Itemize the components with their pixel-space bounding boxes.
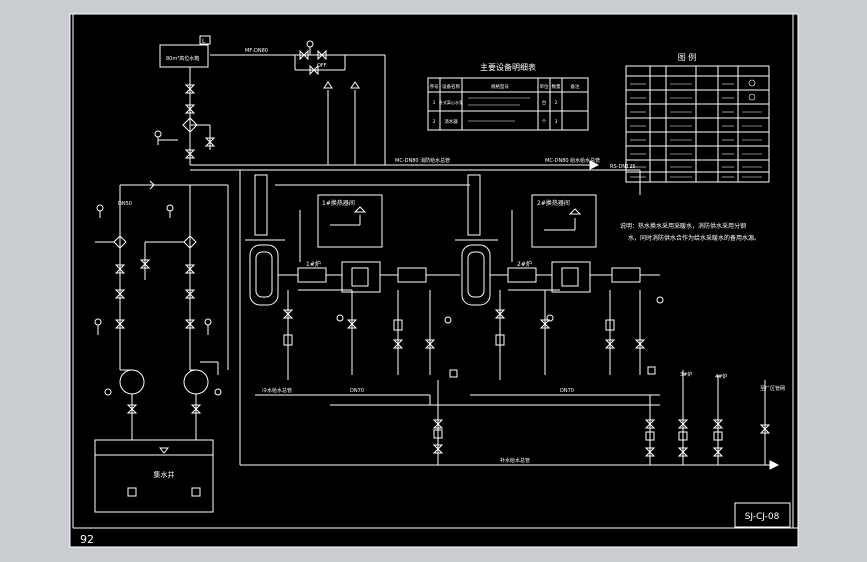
pipe-right-label: RS-DN125 [610, 164, 636, 170]
header-main-label: MC-DN80 消防给水总管 [395, 157, 450, 164]
title-block [734, 502, 791, 528]
pipe-bottom-a: DN70 [350, 388, 364, 394]
table-header-name: 设备名称 [442, 83, 460, 90]
table-header-qty: 数量 [552, 83, 561, 90]
legend-title: 图 例 [678, 52, 697, 62]
notes-line-2: 水，同时消防供水合作为给水采暖水的备用水源。 [628, 234, 760, 242]
notes-line-1: 说明：热水换水采用采暖水，消防供水采用分钢 [620, 222, 746, 230]
table-cell-2-name: 消水器 [444, 118, 458, 125]
room-1-label: 1#换热器间 [322, 199, 355, 207]
return-water-label: 补水给水总管 [500, 457, 530, 464]
boiler-2-label: 2#炉 [517, 260, 532, 268]
page-number: 92 [80, 533, 94, 546]
room-2-label: 2#换热器间 [537, 199, 570, 207]
main-header-pipes [190, 160, 641, 465]
table-cell-1-unit: 台 [542, 99, 547, 106]
legend-table [625, 65, 770, 183]
boiler-1-label: 1#炉 [306, 260, 321, 268]
legend-symbol-marks [630, 79, 762, 178]
table-header-note: 备注 [571, 83, 580, 90]
tank-down-pipe [154, 67, 216, 165]
table-cell-2-qty: 3 [555, 119, 558, 125]
pipe-top-label: MF-DN80 [245, 48, 268, 54]
boiler-1-group [245, 174, 460, 380]
pipe-bottom-b: DN70 [560, 388, 574, 394]
left-pump-station [94, 180, 229, 513]
off-label-top: OFF [317, 63, 327, 69]
equipment-table-title: 主要设备明细表 [480, 62, 536, 72]
tank-label: 80m³高位水箱 [166, 55, 199, 62]
branch-pipes-top [323, 81, 360, 165]
table-spec-text-marks [468, 97, 530, 122]
high-water-tank [159, 35, 211, 68]
equipment-table [427, 77, 589, 131]
table-header-unit: 单位 [540, 83, 549, 90]
cold-water-label: 冷水给水总管 [262, 387, 292, 394]
pool-label: 集水井 [154, 470, 175, 479]
boiler-4-label: 4#炉 [715, 373, 727, 380]
table-cell-2-unit: 个 [542, 119, 547, 125]
table-cell-2-no: 2 [433, 119, 436, 125]
pipe-left-label: DN50 [118, 201, 132, 207]
table-cell-1-qty: 2 [555, 100, 558, 106]
supply-main-label: MC-DN80 给水给水总管 [545, 157, 600, 164]
tank-level-label: L [202, 38, 206, 45]
table-header-spec: 规格型号 [491, 83, 509, 90]
top-pipe [210, 40, 386, 165]
boiler-3-label: 3#炉 [680, 371, 692, 378]
boiler-2-group [455, 174, 664, 380]
table-cell-1-no: 1 [433, 100, 436, 106]
table-cell-1-name: 卧式离心水泵 [439, 99, 463, 105]
to-user-label: 至厂区管网 [760, 385, 785, 392]
drawing-sheet [69, 13, 799, 548]
drawing-number: SJ-CJ-08 [745, 512, 780, 522]
bottom-pipes [240, 366, 780, 470]
table-header-no: 序号 [430, 83, 439, 90]
